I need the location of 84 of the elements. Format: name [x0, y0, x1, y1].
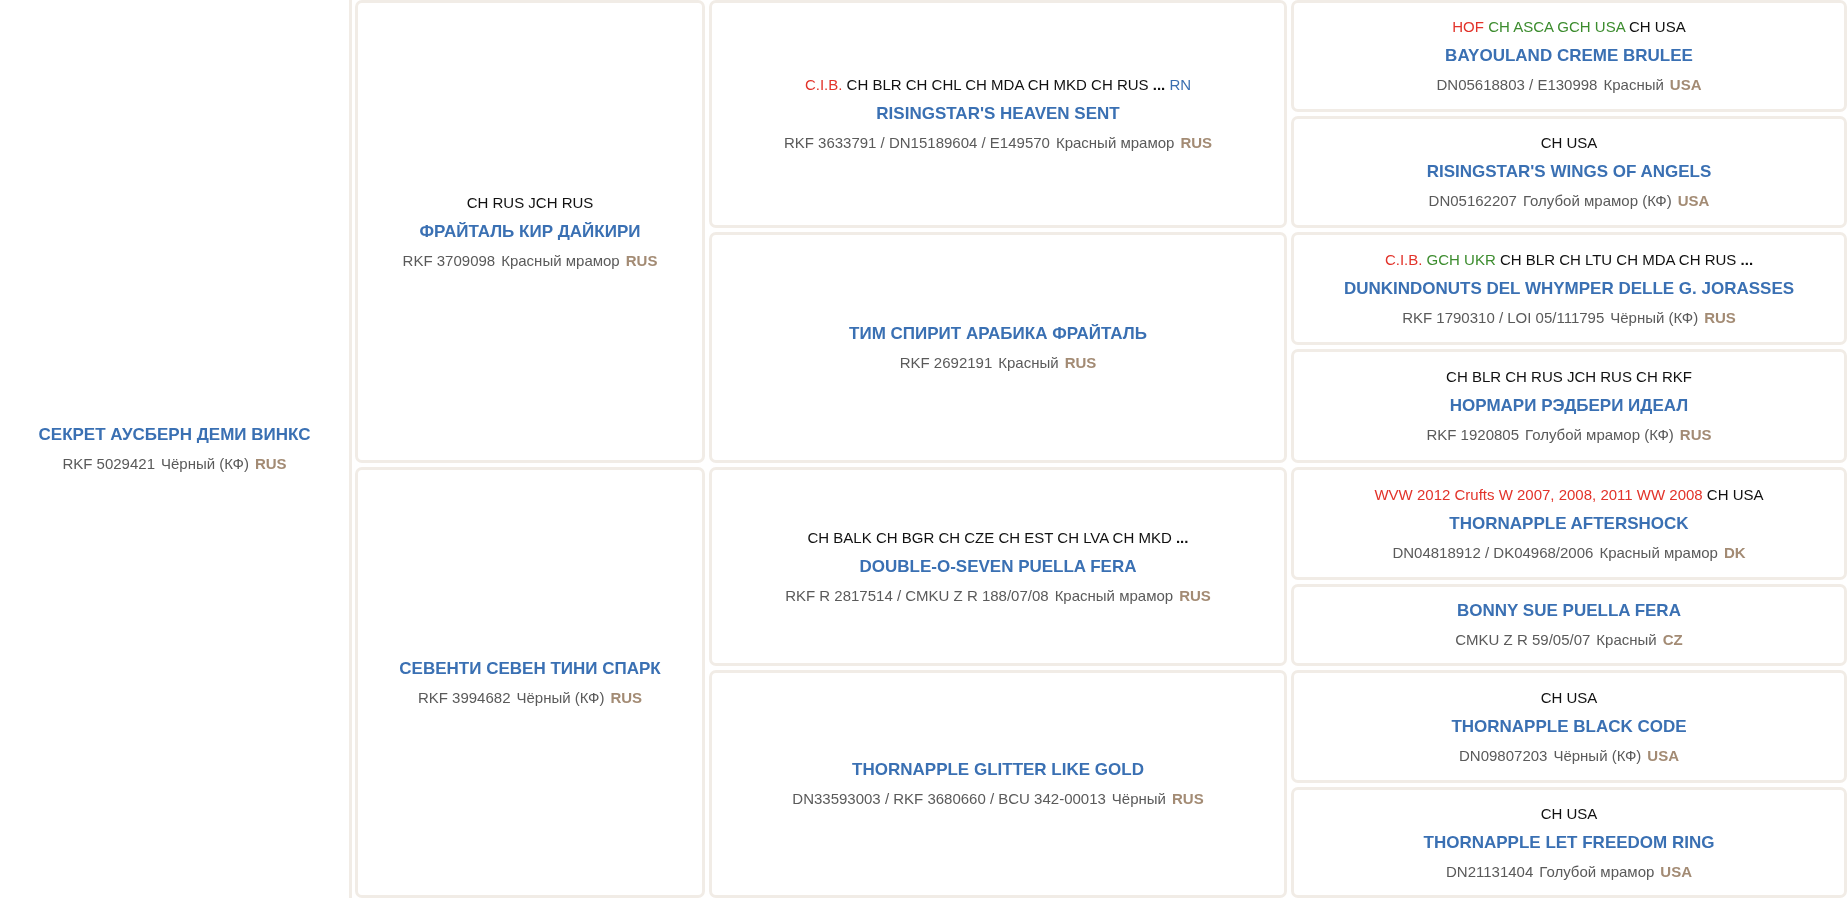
registration-number: RKF 5029421	[62, 455, 155, 472]
coat-color: Голубой мрамор	[1539, 862, 1655, 880]
pedigree-card	[355, 467, 705, 898]
country-code: RUS	[1179, 586, 1211, 604]
dog-name: BONNY SUE PUELLA FERA	[1457, 600, 1681, 622]
registration-number: DN09807203	[1459, 746, 1548, 764]
dog-name: RISINGSTAR'S WINGS OF ANGELS	[1426, 161, 1712, 183]
title-list: CH BALK CH BGR CH CZE CH EST CH LVA CH MKD ...	[807, 527, 1189, 548]
dog-name: RISINGSTAR'S HEAVEN SENT	[876, 103, 1120, 125]
coat-color: Голубой мрамор (КФ)	[1522, 192, 1672, 209]
registration-number: RKF 3633791 / DN15189604 / E149570	[783, 134, 1050, 151]
country-code: USA	[1677, 192, 1710, 209]
country-code: USA	[1669, 76, 1702, 93]
dog-name: СЕВЕНТИ СЕВЕН ТИНИ СПАРК	[399, 657, 661, 680]
coat-color: Красный мрамор	[1055, 134, 1175, 151]
coat-color: Красный мрамор	[501, 251, 620, 269]
registration-number: DN04818912 / DK04968/2006	[1392, 543, 1594, 561]
title-list: WVW 2012 Crufts W 2007, 2008, 2011 WW 2008 CH USA	[1374, 484, 1764, 505]
coat-color: Красный мрамор	[1054, 586, 1174, 604]
coat-color: Красный	[1596, 631, 1657, 648]
pedigree-card	[1291, 116, 1847, 228]
coat-color: Чёрный (КФ)	[1610, 308, 1699, 326]
registration-number: DN05618803 / E130998	[1436, 76, 1598, 93]
pedigree-card	[1291, 584, 1847, 666]
pedigree-card	[1291, 0, 1847, 112]
coat-color: Красный мрамор	[1599, 543, 1718, 561]
coat-color: Чёрный (КФ)	[1553, 746, 1642, 764]
pedigree-card	[709, 232, 1287, 463]
country-code: RUS	[254, 455, 287, 472]
dog-name: ТИМ СПИРИТ АРАБИКА ФРАЙТАЛЬ	[849, 322, 1147, 345]
registration-number: RKF 2692191	[899, 353, 993, 371]
dog-name: ФРАЙТАЛЬ КИР ДАЙКИРИ	[419, 220, 641, 243]
pedigree-card	[709, 0, 1287, 228]
pedigree-card	[355, 0, 705, 463]
title-list: CH USA	[1540, 803, 1598, 824]
country-code: USA	[1660, 862, 1692, 880]
coat-color: Голубой мрамор (КФ)	[1525, 426, 1674, 443]
title-list: CH USA	[1540, 133, 1598, 153]
registration-number: RKF 1920805	[1426, 426, 1520, 443]
pedigree-card	[1291, 670, 1847, 783]
pedigree-card	[1291, 349, 1847, 463]
dog-name: DUNKINDONUTS DEL WHYMPER DELLE G. JORASSES	[1343, 277, 1795, 300]
country-code: RUS	[610, 688, 643, 706]
country-code: RUS	[1064, 353, 1097, 371]
country-code: USA	[1647, 746, 1679, 764]
country-code: RUS	[1704, 308, 1736, 326]
dog-name: DOUBLE-O-SEVEN PUELLA FERA	[859, 555, 1137, 578]
title-list: C.I.B. GCH UKR CH BLR CH LTU CH MDA CH RUS ...	[1384, 249, 1754, 270]
registration-number: DN05162207	[1428, 192, 1517, 209]
title-list: C.I.B. CH BLR CH CHL CH MDA CH MKD CH RUS ... RN	[804, 75, 1192, 95]
dog-name: BAYOULAND CREME BRULEE	[1445, 45, 1693, 67]
registration-number: RKF 1790310 / LOI 05/111795	[1402, 308, 1605, 326]
coat-color: Чёрный	[1111, 790, 1166, 807]
dog-name: СЕКРЕТ АУСБЕРН ДЕМИ ВИНКС	[38, 424, 311, 446]
coat-color: Красный	[998, 353, 1059, 371]
dog-name: THORNAPPLE BLACK CODE	[1451, 715, 1687, 738]
country-code: RUS	[1172, 790, 1204, 807]
pedigree-card	[709, 467, 1287, 666]
registration-number: RKF R 2817514 / CMKU Z R 188/07/08	[785, 586, 1049, 604]
dog-name: THORNAPPLE GLITTER LIKE GOLD	[852, 759, 1144, 781]
title-list: HOF CH ASCA GCH USA CH USA	[1452, 17, 1686, 37]
registration-number: RKF 3994682	[417, 688, 511, 706]
dog-name: THORNAPPLE AFTERSHOCK	[1449, 512, 1689, 535]
registration-number: DN21131404	[1446, 862, 1534, 880]
pedigree-card	[1291, 467, 1847, 580]
dog-name: НОРМАРИ РЭДБЕРИ ИДЕАЛ	[1449, 395, 1689, 417]
registration-number: RKF 3709098	[402, 251, 496, 269]
pedigree-card	[709, 670, 1287, 898]
pedigree-card	[1291, 787, 1847, 898]
country-code: RUS	[625, 251, 658, 269]
country-code: CZ	[1662, 631, 1683, 648]
coat-color: Красный	[1603, 76, 1664, 93]
coat-color: Чёрный (КФ)	[516, 688, 605, 706]
pedigree-card	[1291, 232, 1847, 345]
title-list: CH BLR CH RUS JCH RUS CH RKF	[1446, 367, 1692, 387]
dog-name: THORNAPPLE LET FREEDOM RING	[1423, 831, 1715, 854]
registration-number: DN33593003 / RKF 3680660 / BCU 342-00013	[792, 790, 1106, 807]
coat-color: Чёрный (КФ)	[161, 455, 249, 472]
country-code: RUS	[1180, 134, 1213, 151]
registration-number: CMKU Z R 59/05/07	[1455, 631, 1591, 648]
title-list: CH USA	[1540, 687, 1598, 708]
country-code: RUS	[1679, 426, 1712, 443]
title-list: CH RUS JCH RUS	[466, 192, 594, 213]
country-code: DK	[1723, 543, 1746, 561]
